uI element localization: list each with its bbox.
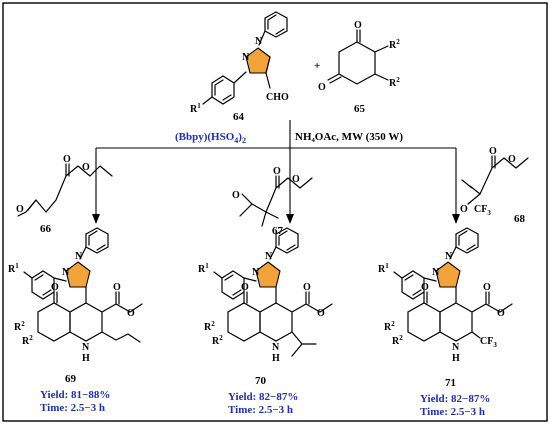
product-number-69: 69 — [65, 373, 77, 385]
compound-68: O O O CF3 68 — [460, 146, 529, 225]
plus-sign: + — [314, 60, 320, 72]
o-alkoxy-70: O — [317, 308, 325, 319]
r2b-label-65: R2 — [389, 76, 400, 89]
o-keto-71: O — [421, 282, 429, 293]
n1-label-64: N — [242, 52, 250, 63]
o-ester-68: O — [489, 146, 497, 157]
arrowhead-right — [452, 214, 460, 224]
o-keto-68: O — [460, 204, 468, 215]
reaction-arrows — [92, 120, 460, 224]
r1-label-69: R1 — [8, 262, 19, 275]
compound-number-65: 65 — [354, 103, 366, 115]
o-alkoxy-66: O — [82, 162, 90, 173]
r1-label-64: R1 — [190, 102, 201, 115]
time-71: Time: 2.5−3 h — [420, 406, 485, 418]
compound-65: O O R2 R2 65 — [318, 20, 400, 115]
compound-number-68: 68 — [514, 213, 526, 225]
yield-69: Yield: 81−88% — [40, 389, 110, 401]
h-label-69: H — [82, 353, 90, 364]
time-69: Time: 2.5−3 h — [40, 402, 105, 414]
o-keto-67: O — [232, 190, 240, 201]
r2a-label-70: R2 — [204, 320, 215, 333]
compound-66: O O O 66 — [16, 154, 113, 235]
product-number-71: 71 — [445, 377, 456, 389]
compound-64: N N CHO R1 64 — [190, 11, 289, 123]
o1-label-65: O — [354, 20, 362, 31]
n2-label-70: N — [265, 251, 273, 262]
compound-number-67: 67 — [272, 225, 284, 237]
catalyst-label: (Bbpy)(HSO4)2 — [175, 131, 246, 145]
product-69: N N O O O N H R1 R2 R2 — [8, 227, 143, 364]
n2-label-69: N — [75, 251, 83, 262]
n2-label-71: N — [445, 251, 453, 262]
yield-70: Yield: 82−87% — [228, 391, 298, 403]
o-ester-71: O — [483, 282, 491, 293]
nh-label-69: N — [82, 342, 90, 353]
n-label-71: N — [432, 267, 440, 278]
o-keto-70: O — [241, 282, 249, 293]
compound-number-66: 66 — [40, 223, 52, 235]
compound-67: O O O 67 — [232, 166, 313, 237]
cf3-label-71: CF3 — [480, 336, 497, 349]
o-ester-69: O — [113, 282, 121, 293]
time-70: Time: 2.5−3 h — [228, 404, 293, 416]
reagent-label: NH₄OAc, MW (350 W) — [295, 131, 403, 143]
nh-label-71: N — [452, 342, 460, 353]
arrowhead-left — [92, 214, 100, 224]
o-alkoxy-69: O — [127, 308, 135, 319]
r1-label-70: R1 — [198, 262, 209, 275]
n2-label-64: N — [255, 36, 263, 47]
product-71: N N O O O N H CF3 R1 R2 R2 — [378, 227, 513, 364]
h-label-71: H — [452, 353, 460, 364]
cf3-label-68: CF3 — [474, 204, 491, 217]
n-label-69: N — [62, 267, 70, 278]
r2b-label-69: R2 — [22, 334, 33, 347]
o-alkoxy-67: O — [292, 174, 300, 185]
product-number-70: 70 — [255, 375, 267, 387]
r1-label-71: R1 — [378, 262, 389, 275]
o2-label-65: O — [318, 82, 326, 93]
o-ester-70: O — [303, 282, 311, 293]
compound-number-64: 64 — [233, 111, 245, 123]
r2a-label-65: R2 — [389, 38, 400, 51]
r2b-label-70: R2 — [212, 334, 223, 347]
o-alkoxy-71: O — [497, 308, 505, 319]
r2a-label-71: R2 — [384, 320, 395, 333]
r2b-label-71: R2 — [392, 334, 403, 347]
o-keto-66: O — [16, 204, 24, 215]
n-label-70: N — [252, 267, 260, 278]
product-70: N N O O O N H R1 R2 R2 — [198, 227, 333, 364]
h-label-70: H — [272, 353, 280, 364]
yield-71: Yield: 82−87% — [420, 393, 490, 405]
nh-label-70: N — [272, 342, 280, 353]
r2a-label-69: R2 — [14, 320, 25, 333]
cho-label-64: CHO — [266, 92, 289, 103]
o-ester-66: O — [63, 154, 71, 165]
o-alkoxy-68: O — [508, 154, 516, 165]
o-ester-67: O — [273, 166, 281, 177]
o-keto-69: O — [51, 282, 59, 293]
arrowhead-center — [286, 214, 294, 224]
